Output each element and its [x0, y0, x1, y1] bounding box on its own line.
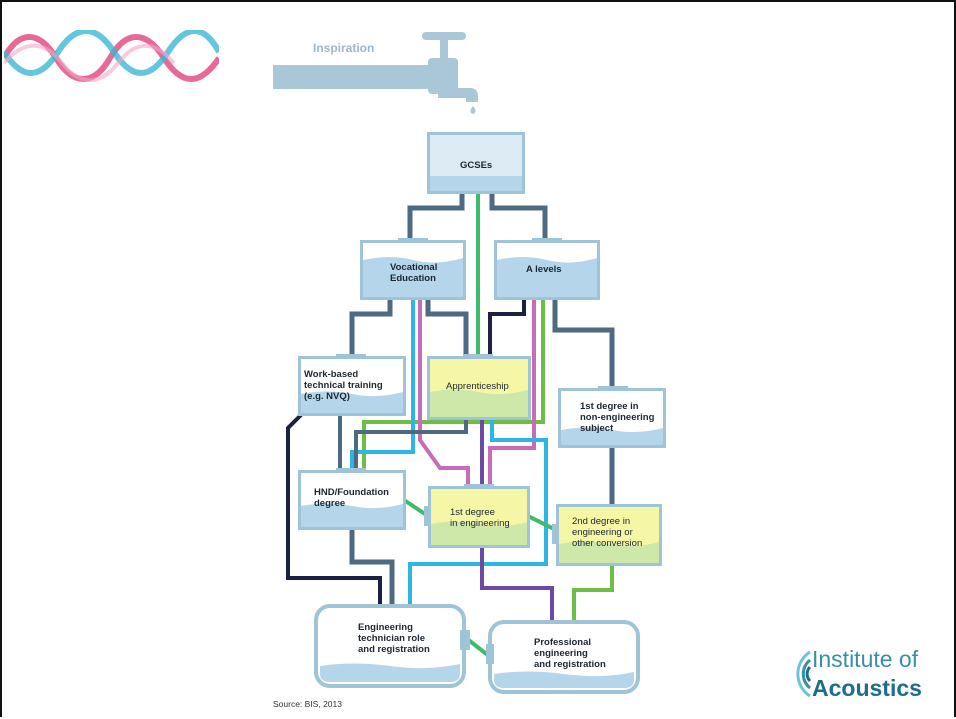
- tank-apprenticeship: [427, 354, 531, 420]
- node-hnd: HND/Foundation degree: [314, 487, 389, 509]
- tank-work-based: [298, 354, 406, 416]
- node-a-levels: A levels: [526, 264, 562, 275]
- node-second-degree: 2nd degree in engineering or other conve…: [572, 516, 643, 549]
- logo-text-institute: Institute of: [812, 646, 919, 672]
- node-professional: Professional engineering and registratio…: [534, 637, 606, 670]
- node-technician: Engineering technician role and registra…: [358, 622, 430, 655]
- tank-hnd: [298, 468, 406, 530]
- logo-text-acoustics: Acoustics: [812, 675, 922, 701]
- source-caption: Source: BIS, 2013: [273, 699, 342, 709]
- tank-a-levels: [494, 238, 600, 300]
- wave-decoration-icon: [4, 30, 219, 83]
- tank-vocational: [360, 238, 466, 300]
- node-gcses: GCSEs: [460, 160, 493, 171]
- tank-gcses: [427, 132, 525, 194]
- tank-professional: [486, 620, 640, 694]
- tank-second-degree: [552, 504, 662, 566]
- tank-first-degree-eng: [424, 484, 530, 548]
- iao-logo-icon: [796, 650, 812, 698]
- tap-icon: [273, 32, 478, 114]
- tank-technician: [314, 604, 470, 688]
- inspiration-label: Inspiration: [313, 41, 375, 55]
- node-work-based: Work-based technical training (e.g. NVQ): [304, 369, 383, 402]
- node-apprenticeship: Apprenticeship: [446, 381, 509, 392]
- node-vocational: Vocational Education: [390, 262, 438, 284]
- node-first-degree-eng: 1st degree in engineering: [450, 507, 510, 529]
- node-first-degree-non-eng: 1st degree in non-engineering subject: [580, 401, 655, 434]
- tank-first-degree-non-eng: [558, 386, 666, 448]
